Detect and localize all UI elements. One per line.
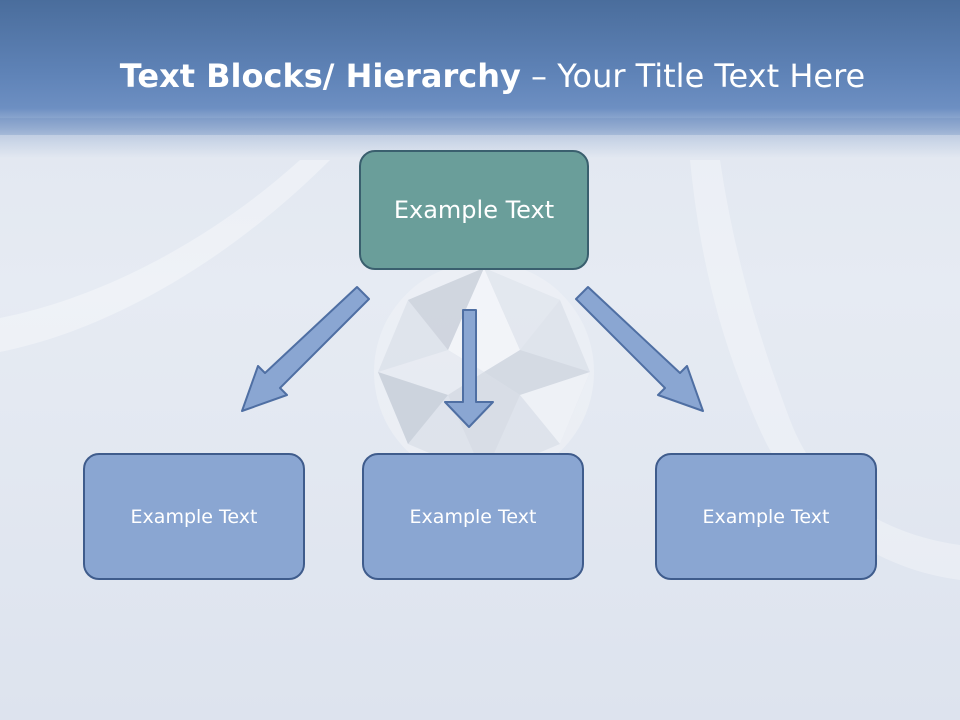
- child-text-block-center[interactable]: Example Text: [362, 453, 584, 580]
- diamond-image: [374, 262, 594, 482]
- title-bold: Text Blocks/ Hierarchy: [119, 57, 521, 95]
- arrow-left: [241, 286, 370, 412]
- title-banner: [0, 0, 960, 135]
- child-text-block-label: Example Text: [702, 505, 830, 528]
- child-text-block-left[interactable]: Example Text: [83, 453, 305, 580]
- title-separator: –: [520, 57, 558, 95]
- top-text-block-label: Example Text: [393, 196, 555, 224]
- page-title: Text Blocks/ Hierarchy – Your Title Text…: [0, 52, 960, 100]
- child-text-block-right[interactable]: Example Text: [655, 453, 877, 580]
- child-text-block-label: Example Text: [130, 505, 258, 528]
- arrow-right: [575, 286, 704, 412]
- ribbon-left: [0, 160, 330, 352]
- child-text-block-label: Example Text: [409, 505, 537, 528]
- top-text-block[interactable]: Example Text: [359, 150, 589, 270]
- title-regular: Your Title Text Here: [557, 57, 866, 95]
- arrow-center: [444, 309, 494, 428]
